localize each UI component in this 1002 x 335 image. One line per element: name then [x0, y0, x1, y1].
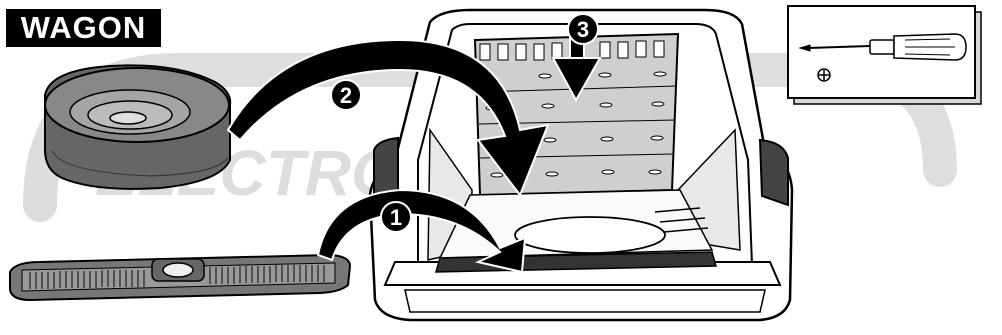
step-1-marker: 1: [381, 202, 411, 232]
step-2-number: 2: [340, 83, 352, 108]
step-2-marker: 2: [331, 80, 361, 110]
step-3-marker: 3: [568, 14, 598, 44]
vehicle-type-badge: WAGON: [6, 9, 161, 47]
tools-inset: [788, 6, 981, 104]
step-1-number: 1: [390, 205, 402, 230]
step-3-number: 3: [577, 17, 589, 42]
spare-tire-icon: [45, 65, 230, 189]
sill-cover-icon: [10, 255, 350, 300]
phillips-head-icon: [818, 69, 830, 81]
